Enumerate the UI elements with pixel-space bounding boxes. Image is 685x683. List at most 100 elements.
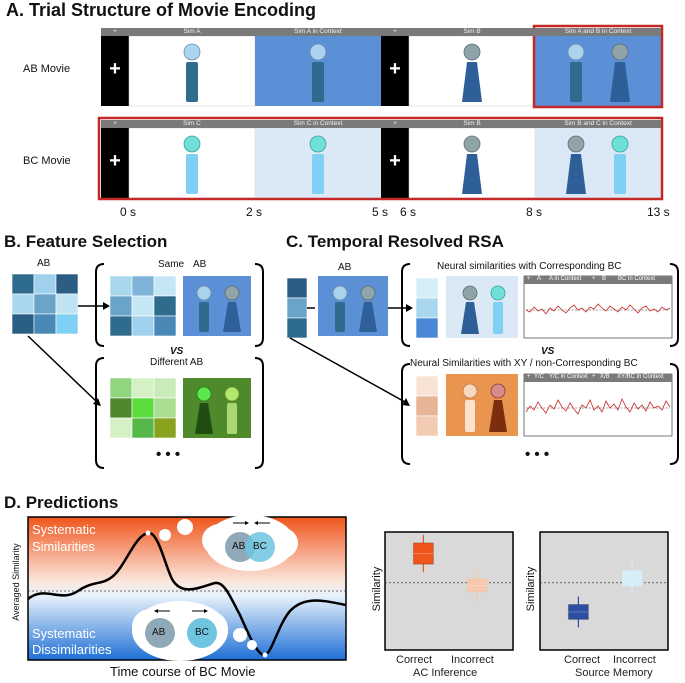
time-tick: 5 s (372, 205, 389, 219)
panel-b-title: B. Feature Selection (4, 232, 168, 251)
sim-figure-b (462, 135, 482, 194)
corr-header: + (527, 276, 531, 282)
bubble-similar (159, 515, 298, 571)
noncorr-header: + (592, 374, 596, 380)
same-ab-label: AB (193, 259, 207, 270)
same-label: Same (158, 259, 185, 270)
different-ab-matrix (109, 377, 177, 439)
screen-header: + (381, 120, 409, 128)
ylabel-d-text: Averaged Similarity (11, 543, 21, 621)
same-ab-scene (183, 276, 251, 336)
corr-header: + (592, 276, 596, 282)
screen-header: Sim A and B in Context (535, 28, 661, 36)
screen-header: + (101, 120, 129, 128)
noncorr-timeseries-plot (523, 373, 673, 437)
value-box (412, 542, 434, 565)
time-tick: 2 s (246, 205, 263, 219)
screen-header: + (101, 28, 129, 36)
ab-scene (318, 276, 388, 336)
value-box (467, 578, 488, 593)
screen-header: Sim A in Context (255, 28, 381, 36)
highlight-outline (532, 24, 664, 109)
value-box (622, 570, 643, 587)
bubble-label-bc-bottom: BC (195, 627, 209, 638)
sim-ab-context-screen (535, 36, 661, 106)
arrow-noncorr (289, 337, 406, 403)
bar-chart-area (384, 531, 514, 651)
bar2-cat-2: Incorrect (613, 654, 656, 666)
bar2-ylabel: Similarity (525, 566, 537, 612)
top-label-2: Similarities (32, 539, 95, 554)
xlabel-d: Time course of BC Movie (110, 664, 256, 679)
panel-c-figure (286, 263, 679, 465)
bar2-xlabel: Source Memory (575, 667, 653, 679)
ellipsis: • • • (156, 446, 181, 463)
top-label-1: Systematic (32, 522, 96, 537)
bar1-xlabel: AC Inference (413, 667, 478, 679)
time-tick: 13 s (647, 205, 670, 219)
screen-header: + (381, 28, 409, 36)
panel-b-figure (11, 263, 264, 469)
noncorr-header: Y/C in Context (549, 374, 588, 380)
fixation-screen (381, 120, 409, 198)
noncorr-header: Y/C (534, 374, 545, 380)
panel-a-title: A. Trial Structure of Movie Encoding (6, 0, 317, 20)
fixation-screen (101, 28, 129, 106)
c-ab-label: AB (338, 262, 352, 273)
vs-label-c: VS (541, 346, 555, 357)
noncorr-header: XY/BC in Context (617, 374, 664, 380)
bc-pattern-vector (415, 277, 439, 339)
sim-figure-b (462, 43, 482, 102)
different-ab-label: Different AB (150, 357, 204, 368)
bar1-cat-2: Incorrect (451, 654, 494, 666)
corr-header: B (602, 276, 607, 282)
sim-figure-a (309, 43, 327, 102)
screen-header: Sim C (129, 120, 255, 128)
time-tick: 0 s (120, 205, 137, 219)
arrow-different (27, 335, 98, 403)
bar-chart-2 (539, 531, 669, 651)
bar-chart-1 (384, 531, 514, 651)
bubble-label-ab-bottom: AB (152, 627, 166, 638)
corr-header: BC in Context (618, 276, 656, 282)
bc-movie-label: BC Movie (23, 155, 71, 167)
corr-timeseries-plot (523, 275, 673, 339)
fixation-cross: + (389, 150, 401, 172)
screen-header: Sim B (409, 28, 535, 36)
panel-d-prediction-plot (27, 515, 347, 661)
xy-pattern-vector (415, 375, 439, 437)
fixation-cross: + (389, 58, 401, 80)
bc-scene (446, 276, 518, 338)
sim-figure-c (309, 135, 327, 194)
value-box (567, 604, 589, 620)
xy-scene (446, 374, 518, 436)
corr-timeseries-line (525, 303, 671, 315)
corr-header: A in Context (549, 276, 582, 282)
vs-label: VS (170, 346, 184, 357)
highlight-outline (97, 116, 664, 201)
ab-feature-matrix (11, 273, 79, 335)
sim-figure-b (566, 135, 586, 194)
sim-figure-c (611, 135, 629, 194)
sim-figure-c (183, 135, 201, 194)
noncorr-header: + (527, 374, 531, 380)
bar1-ylabel: Similarity (371, 566, 383, 612)
corr-header: A (537, 276, 542, 282)
fixation-cross: + (109, 58, 121, 80)
fixation-screen (381, 28, 409, 106)
fixation-screen (101, 120, 129, 198)
ab-movie-label: AB Movie (23, 63, 71, 75)
corr-label: Neural similarities with Corresponding B… (437, 261, 622, 272)
panel-d-title: D. Predictions (4, 493, 119, 512)
sim-figure-b (610, 43, 630, 102)
different-ab-scene (183, 378, 251, 438)
bar-chart-area (539, 531, 669, 651)
panel-c-title: C. Temporal Resolved RSA (286, 232, 504, 251)
time-tick: 6 s (400, 205, 417, 219)
sim-figure-a (567, 43, 585, 102)
screen-header: Sim B (409, 120, 535, 128)
bubble-label-ab-top: AB (232, 541, 246, 552)
screen-header: Sim B and C in Context (535, 120, 661, 128)
panel-a-figure (97, 24, 664, 201)
sim-figure-a (183, 43, 201, 102)
